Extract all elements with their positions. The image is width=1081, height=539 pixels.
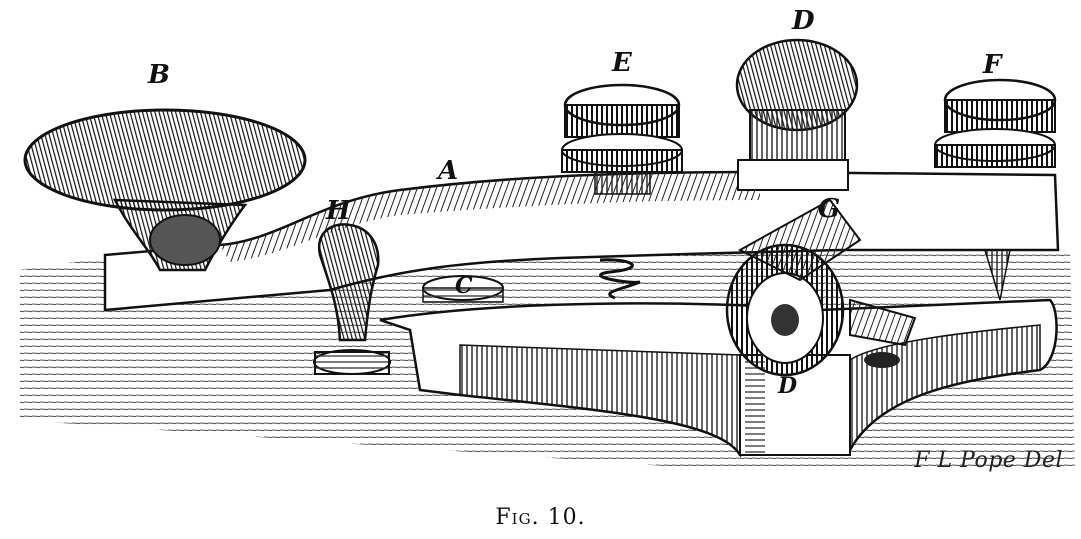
label-f: F <box>983 50 1002 80</box>
artist-signature: F L Pope Del <box>914 448 1063 473</box>
figure-caption: Fig. 10. <box>495 505 586 530</box>
label-h: H <box>326 196 351 226</box>
label-b: B <box>148 60 170 90</box>
label-e: E <box>612 48 632 78</box>
label-a: A <box>438 156 459 186</box>
label-d-top: D <box>792 6 815 36</box>
knob-cap <box>23 108 307 212</box>
handle-post <box>317 223 380 342</box>
label-g: G <box>818 194 841 224</box>
label-c: C <box>455 273 473 299</box>
label-d-bottom: D <box>778 373 798 399</box>
